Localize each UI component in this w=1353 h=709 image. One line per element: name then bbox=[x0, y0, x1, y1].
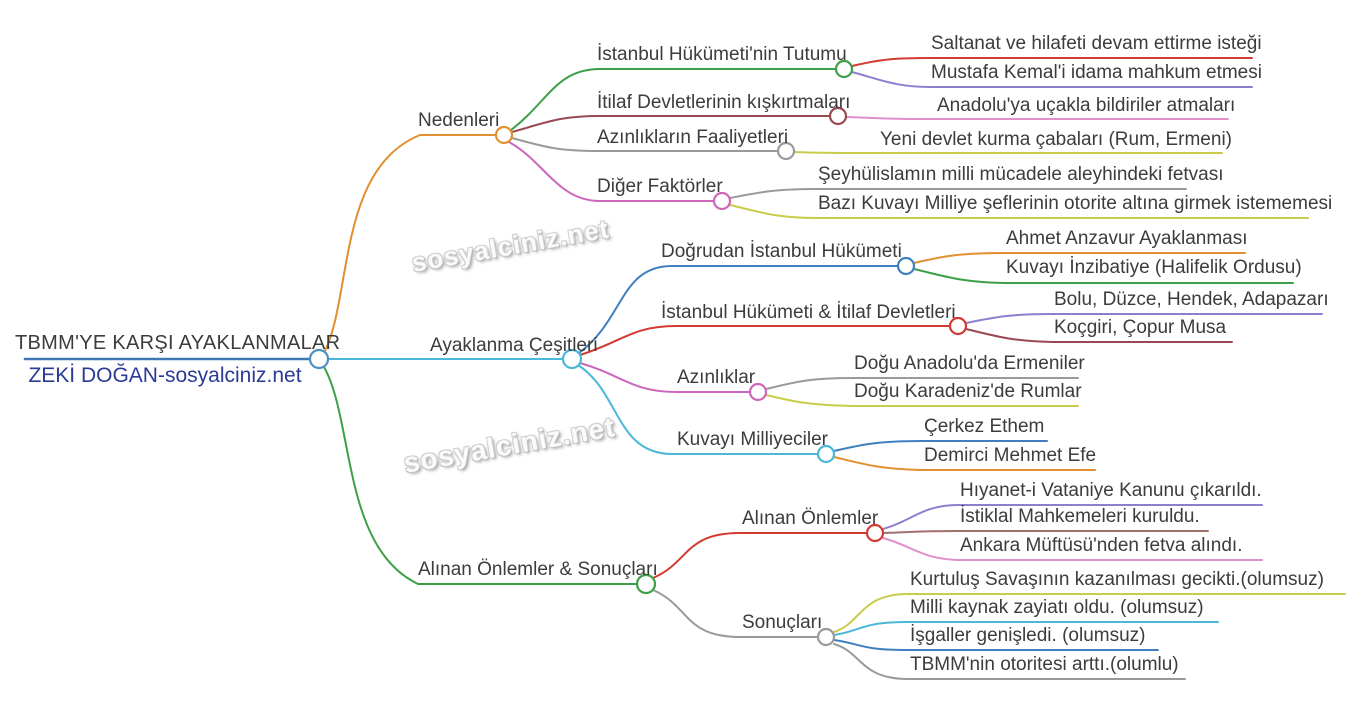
node-toggle-azinlik-faaliyet[interactable] bbox=[776, 141, 796, 161]
edge-alinan-onlemler bbox=[652, 532, 868, 579]
node-label-idam[interactable]: Mustafa Kemal'i idama mahkum etmesi bbox=[931, 62, 1262, 83]
edge-idam bbox=[851, 71, 1253, 88]
edge-dogrudan-istanbul bbox=[578, 265, 899, 354]
node-label-anzavur[interactable]: Ahmet Anzavur Ayaklanması bbox=[1006, 228, 1248, 249]
node-label-rumlar[interactable]: Doğu Karadeniz'de Rumlar bbox=[854, 381, 1082, 402]
node-label-istanbul-itilaf[interactable]: İstanbul Hükümeti & İtilaf Devletleri bbox=[661, 302, 956, 323]
edge-yeni-devlet bbox=[793, 151, 1223, 154]
edge-sonuclari bbox=[652, 589, 819, 638]
node-toggle-azinliklar[interactable] bbox=[748, 382, 768, 402]
edge-anzavur bbox=[913, 252, 1246, 264]
node-label-gecikme[interactable]: Kurtuluş Savaşının kazanılması gecikti.(… bbox=[910, 569, 1324, 590]
node-label-kocgiri[interactable]: Koçgiri, Çopur Musa bbox=[1054, 317, 1227, 338]
edge-fetva bbox=[729, 188, 1187, 199]
edge-kaynak bbox=[833, 621, 1219, 636]
edge-kuvayi-milliyeciler bbox=[577, 364, 819, 455]
node-label-demirci[interactable]: Demirci Mehmet Efe bbox=[924, 445, 1097, 466]
node-label-sonuclari[interactable]: Sonuçları bbox=[742, 612, 823, 633]
node-label-itilaf-kiskirtma[interactable]: İtilaf Devletlerinin kışkırtmaları bbox=[597, 92, 851, 113]
edge-rumlar bbox=[765, 394, 1079, 407]
edge-istanbul-tutumu bbox=[510, 68, 837, 131]
edge-ermeniler bbox=[765, 377, 1079, 390]
node-label-otorite-artti[interactable]: TBMM'nin otoritesi arttı.(olumlu) bbox=[910, 654, 1179, 675]
node-label-onlemler-sonuclar[interactable]: Alınan Önlemler & Sonuçları bbox=[418, 559, 658, 580]
node-label-azinliklar[interactable]: Azınlıklar bbox=[677, 367, 756, 388]
node-label-otorite[interactable]: Bazı Kuvayı Milliye şeflerinin otorite a… bbox=[818, 193, 1333, 214]
node-label-bolu-duzce[interactable]: Bolu, Düzce, Hendek, Adapazarı bbox=[1054, 289, 1329, 310]
root-node-title[interactable]: TBMM'YE KARŞI AYAKLANMALAR bbox=[15, 332, 341, 354]
edge-bildiri bbox=[845, 116, 1229, 120]
edge-azinlik-faaliyet bbox=[511, 137, 779, 152]
edge-otorite-artti bbox=[833, 643, 1186, 680]
edge-onlemler-sonuclar bbox=[323, 366, 639, 585]
edge-kocgiri bbox=[965, 328, 1233, 343]
node-toggle-itilaf-kiskirtma[interactable] bbox=[828, 106, 848, 126]
node-label-nedenleri[interactable]: Nedenleri bbox=[418, 110, 500, 131]
edge-cerkez-ethem bbox=[833, 440, 1048, 452]
edge-diger-faktorler bbox=[508, 141, 715, 202]
edge-azinliklar bbox=[579, 362, 751, 393]
edge-itilaf-kiskirtma bbox=[511, 115, 831, 133]
node-label-diger-faktorler[interactable]: Diğer Faktörler bbox=[597, 176, 723, 197]
node-toggle-nedenleri[interactable] bbox=[494, 125, 514, 145]
node-label-mufti-fetva[interactable]: Ankara Müftüsü'nden fetva alındı. bbox=[960, 535, 1243, 556]
edge-mufti-fetva bbox=[882, 537, 1263, 561]
node-label-ayaklanma-cesitleri[interactable]: Ayaklanma Çeşitleri bbox=[430, 335, 598, 356]
node-label-bildiri[interactable]: Anadolu'ya uçakla bildiriler atmaları bbox=[937, 95, 1236, 116]
node-label-azinlik-faaliyet[interactable]: Azınlıkların Faaliyetleri bbox=[597, 127, 789, 148]
node-label-inzibatiye[interactable]: Kuvayı İnzibatiye (Halifelik Ordusu) bbox=[1006, 257, 1302, 278]
node-toggle-kuvayi-milliyeciler[interactable] bbox=[816, 444, 836, 464]
node-label-istanbul-tutumu[interactable]: İstanbul Hükümeti'nin Tutumu bbox=[597, 44, 847, 65]
node-toggle-sonuclari[interactable] bbox=[816, 627, 836, 647]
edge-nedenleri bbox=[324, 134, 497, 352]
node-toggle-ayaklanma-cesitleri[interactable] bbox=[561, 348, 583, 370]
edge-gecikme bbox=[833, 593, 1346, 633]
node-toggle-dogrudan-istanbul[interactable] bbox=[896, 256, 916, 276]
node-label-fetva[interactable]: Şeyhülislamın milli mücadele aleyhindeki… bbox=[818, 164, 1224, 185]
node-label-cerkez-ethem[interactable]: Çerkez Ethem bbox=[924, 416, 1045, 437]
node-label-kuvayi-milliyeciler[interactable]: Kuvayı Milliyeciler bbox=[677, 429, 828, 450]
node-toggle-root[interactable] bbox=[308, 348, 330, 370]
node-toggle-alinan-onlemler[interactable] bbox=[865, 523, 885, 543]
node-toggle-onlemler-sonuclar[interactable] bbox=[635, 573, 657, 595]
edge-saltanat bbox=[851, 57, 1253, 67]
edge-isgal bbox=[833, 639, 1159, 651]
node-toggle-istanbul-itilaf[interactable] bbox=[948, 316, 968, 336]
node-label-alinan-onlemler[interactable]: Alınan Önlemler bbox=[742, 508, 879, 529]
node-label-istiklal[interactable]: İstiklal Mahkemeleri kuruldu. bbox=[960, 506, 1200, 527]
node-label-ermeniler[interactable]: Doğu Anadolu'da Ermeniler bbox=[854, 353, 1085, 374]
edge-demirci bbox=[833, 456, 1096, 471]
edge-istiklal bbox=[882, 530, 1209, 534]
edge-otorite bbox=[729, 204, 1309, 219]
edge-istanbul-itilaf bbox=[579, 325, 951, 356]
node-label-kaynak[interactable]: Milli kaynak zayiatı oldu. (olumsuz) bbox=[910, 597, 1204, 618]
node-label-hiyanet[interactable]: Hıyanet-i Vataniye Kanunu çıkarıldı. bbox=[960, 480, 1262, 501]
node-toggle-istanbul-tutumu[interactable] bbox=[834, 59, 854, 79]
edge-inzibatiye bbox=[913, 268, 1294, 284]
node-label-yeni-devlet[interactable]: Yeni devlet kurma çabaları (Rum, Ermeni) bbox=[880, 129, 1232, 150]
node-label-dogrudan-istanbul[interactable]: Doğrudan İstanbul Hükümeti bbox=[661, 241, 902, 262]
edge-bolu-duzce bbox=[965, 313, 1323, 324]
node-label-saltanat[interactable]: Saltanat ve hilafeti devam ettirme isteğ… bbox=[931, 33, 1262, 54]
root-node-author: ZEKİ DOĞAN-sosyalciniz.net bbox=[28, 364, 302, 387]
edge-hiyanet bbox=[882, 504, 1263, 530]
node-label-isgal[interactable]: İşgaller genişledi. (olumsuz) bbox=[910, 625, 1146, 646]
node-toggle-diger-faktorler[interactable] bbox=[712, 191, 732, 211]
